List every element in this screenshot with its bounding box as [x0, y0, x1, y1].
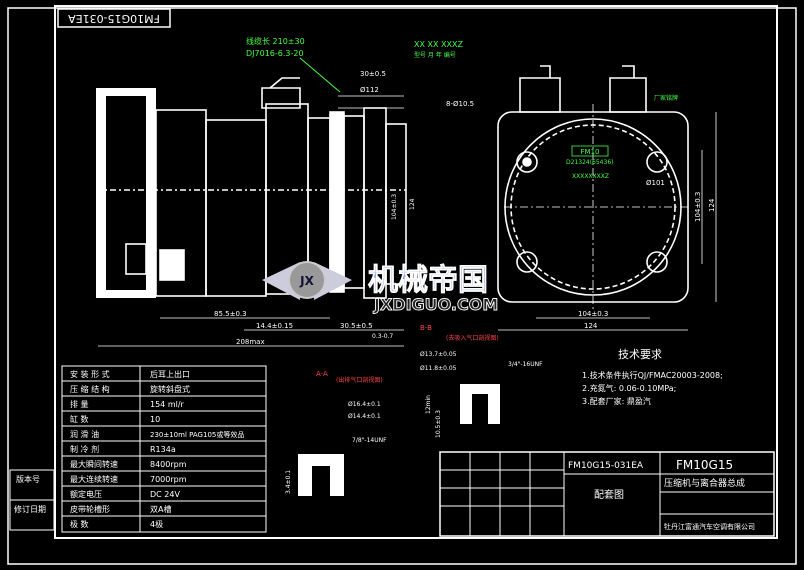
spec-header-key: 安 装 形 式 [70, 369, 110, 379]
bb-d2: Ø11.8±0.05 [420, 365, 457, 372]
revision-label-1: 版本号 [16, 474, 40, 484]
title-product-name: 压缩机与离合器总成 [664, 477, 745, 489]
dim-sm: 0.3-0.7 [372, 333, 393, 340]
title-model: FM10G15 [676, 458, 733, 472]
section-aa-note: (出排气口剖视图) [336, 376, 383, 384]
spec-row-val: 8400rpm [150, 460, 187, 469]
watermark-title: 机械帝国 [368, 263, 488, 298]
spec-row-key: 润 滑 油 [70, 429, 99, 439]
section-aa-label: A-A [316, 370, 328, 378]
tech-item-1: 1.技术条件执行QJ/FMAC20003-2008; [582, 370, 723, 380]
dim-top-b: Ø112 [360, 86, 379, 94]
watermark: JX 机械帝国 JXDIGUO.COM [262, 261, 499, 314]
dim-r1: 104±0.3 [578, 310, 608, 318]
front-badge: FM10 D21324(65436) XXXXXXXXZ [566, 145, 613, 180]
title-company: 牡丹江富通汽车空调有限公司 [664, 522, 755, 531]
dim-vert-left-1: 104±0.3 [391, 194, 398, 220]
section-bb: B-B (去吸入气口剖视图) Ø13.7±0.05 Ø11.8±0.05 3/4… [420, 324, 543, 438]
aa-h: 3.4±0.1 [285, 470, 292, 494]
spec-row-key: 压 缩 结 构 [70, 384, 110, 394]
hole-label: 8-Ø10.5 [446, 100, 474, 108]
pitch-label: Ø101 [646, 179, 665, 187]
spec-row-val: 双A槽 [150, 504, 171, 514]
bb-d1: Ø13.7±0.05 [420, 351, 457, 358]
badge-code: D21324(65436) [566, 159, 613, 166]
bb-h: 12min [425, 395, 432, 414]
spec-row-val: 7000rpm [150, 475, 187, 484]
spec-row-val: 4极 [150, 519, 163, 529]
left-dimensions [98, 95, 404, 347]
dim-r3: 104±0.3 [694, 192, 702, 222]
revision-label-2: 修订日期 [14, 504, 46, 514]
tech-title: 技术要求 [618, 348, 662, 361]
section-bb-note: (去吸入气口剖视图) [446, 334, 499, 342]
bb-h2: 10.5±0.3 [435, 410, 442, 438]
spec-header-val: 后耳上出口 [150, 369, 190, 379]
spec-row-val: DC 24V [150, 490, 180, 499]
spec-row-key: 制 冷 剂 [70, 444, 99, 454]
bb-thread: 3/4"-16UNF [508, 361, 543, 368]
spec-row-val: R134a [150, 445, 176, 454]
stamp-topleft: FM10G15-031EA [57, 8, 171, 28]
wire-label-2: DJ7016-6.3-20 [246, 49, 304, 58]
revision-box [9, 469, 55, 531]
tech-item-3: 3.配套厂家: 鼎盈汽 [582, 396, 651, 406]
spec-row-val: 旋转斜盘式 [150, 384, 190, 394]
plate-label-sub: 型号 月 年 编号 [414, 51, 456, 59]
badge-code-2: XXXXXXXXZ [572, 173, 609, 180]
spec-row-val: 230±10ml PAG105或等效品 [150, 430, 244, 439]
spec-row-key: 极 数 [70, 519, 89, 529]
spec-table [61, 365, 267, 533]
spec-row-val: 154 ml/r [150, 400, 185, 409]
tech-item-2: 2.充氮气: 0.06-0.10MPa; [582, 383, 676, 393]
plate-label-top: XX XX XXXZ [414, 40, 463, 49]
spec-row-val: 10 [150, 415, 160, 424]
aa-thread: 7/8"-14UNF [352, 437, 387, 444]
title-doc-type: 配套图 [594, 488, 624, 501]
spec-row-key: 最大瞬间转速 [70, 459, 118, 469]
spec-row-key: 缸 数 [70, 414, 89, 424]
dim-l2: 14.4±0.15 [256, 322, 293, 330]
inner-border [54, 5, 778, 539]
watermark-url: JXDIGUO.COM [373, 295, 498, 314]
tech-requirements: 技术要求 1.技术条件执行QJ/FMAC20003-2008; 2.充氮气: 0… [582, 348, 723, 406]
dim-l4: 208max [236, 338, 265, 346]
aa-d1: Ø16.4±0.1 [348, 401, 381, 408]
spec-row-key: 额定电压 [70, 489, 102, 499]
compressor-side-view [96, 77, 407, 299]
title-drawing-no: FM10G15-031EA [568, 461, 644, 471]
dim-r4: 124 [708, 198, 716, 212]
aa-d2: Ø14.4±0.1 [348, 413, 381, 420]
section-bb-label: B-B [420, 324, 432, 332]
dim-r2: 124 [584, 322, 598, 330]
spec-row-key: 皮带轮槽形 [70, 504, 110, 514]
badge-model: FM10 [581, 148, 600, 156]
wire-label-1: 线缆长 210±30 [246, 36, 305, 46]
spec-row-key: 排 量 [70, 399, 89, 409]
spec-row-key: 最大连续转速 [70, 474, 118, 484]
dim-l3: 30.5±0.5 [340, 322, 373, 330]
right-dimensions [498, 112, 717, 331]
section-aa: A-A (出排气口剖视图) Ø16.4±0.1 Ø14.4±0.1 7/8"-1… [285, 370, 387, 496]
title-block [439, 451, 775, 537]
dim-top-a: 30±0.5 [360, 70, 386, 78]
watermark-gear-icon [288, 261, 326, 299]
watermark-logo: JX [299, 274, 314, 288]
plate-label-brand: 厂家铭牌 [654, 94, 678, 102]
dim-l1: 85.5±0.3 [214, 310, 247, 318]
compressor-front-view [497, 65, 690, 310]
dim-vert-left-2: 124 [409, 198, 416, 210]
wire-leader [299, 57, 341, 93]
stamp-topleft-text: FM10G15-031EA [68, 12, 160, 25]
outer-border [7, 7, 797, 565]
